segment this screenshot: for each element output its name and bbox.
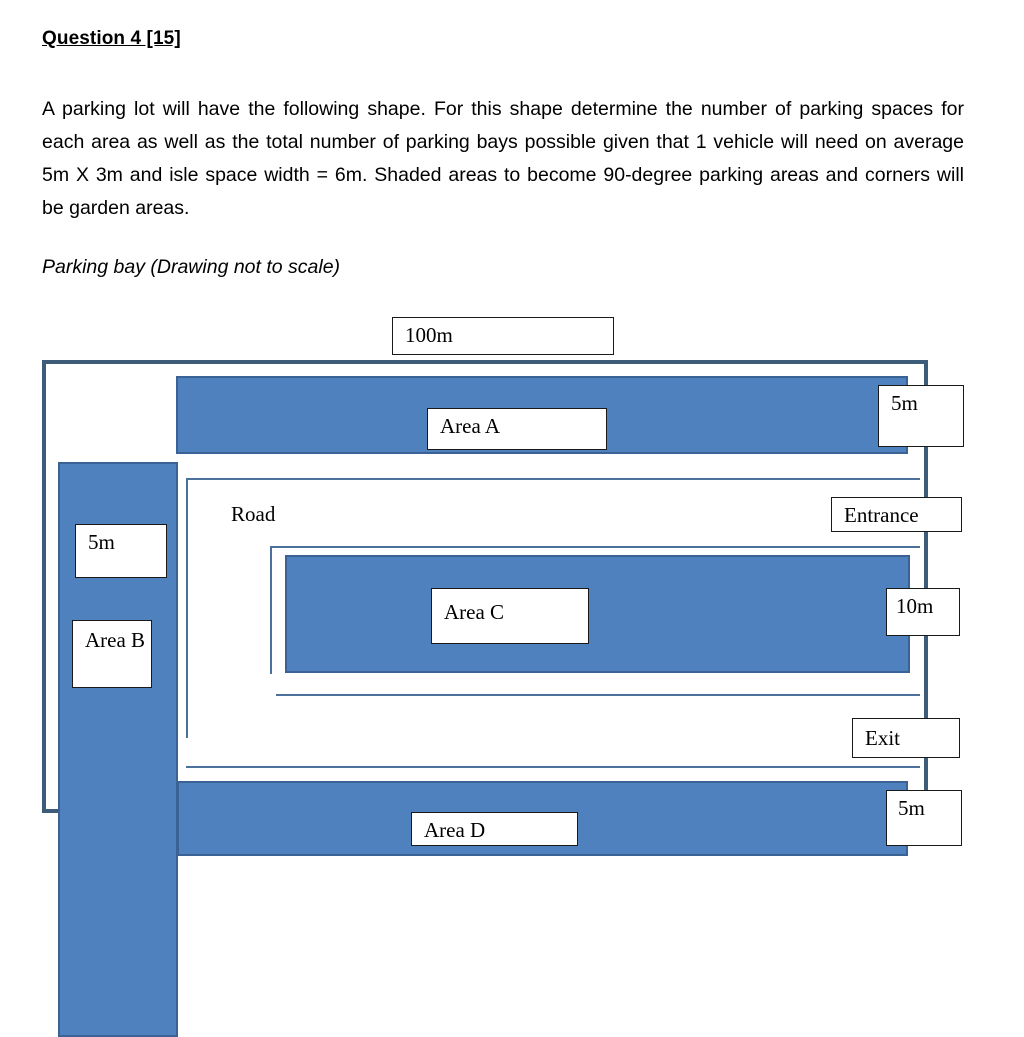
shaded-area-c [285, 555, 910, 673]
parking-lot-diagram: 100m Area A 5m Road Entrance 5m Area B A… [0, 300, 1024, 1037]
area-label-d: Area D [411, 812, 578, 846]
dimension-label-right-bottom-5m: 5m [886, 790, 962, 846]
road-line-upper-outer [186, 478, 920, 480]
road-line-upper-inner [270, 546, 920, 548]
dimension-label-top-100m: 100m [392, 317, 614, 355]
dimension-label-left-5m: 5m [75, 524, 167, 578]
drawing-caption: Parking bay (Drawing not to scale) [42, 256, 341, 278]
entrance-label: Entrance [831, 497, 962, 532]
page-title: Question 4 [15] [42, 28, 181, 49]
road-line-lower-outer [186, 766, 920, 768]
road-line-left-inner [270, 546, 272, 674]
dimension-label-right-top-5m: 5m [878, 385, 964, 447]
area-label-b: Area B [72, 620, 152, 688]
road-label: Road [231, 502, 276, 526]
area-label-a: Area A [427, 408, 607, 450]
area-label-c: Area C [431, 588, 589, 644]
exit-label: Exit [852, 718, 960, 758]
dimension-label-right-middle-10m: 10m [886, 588, 960, 636]
road-line-lower-inner [276, 694, 920, 696]
road-line-left-outer [186, 478, 188, 738]
question-body-text: A parking lot will have the following sh… [42, 98, 964, 219]
